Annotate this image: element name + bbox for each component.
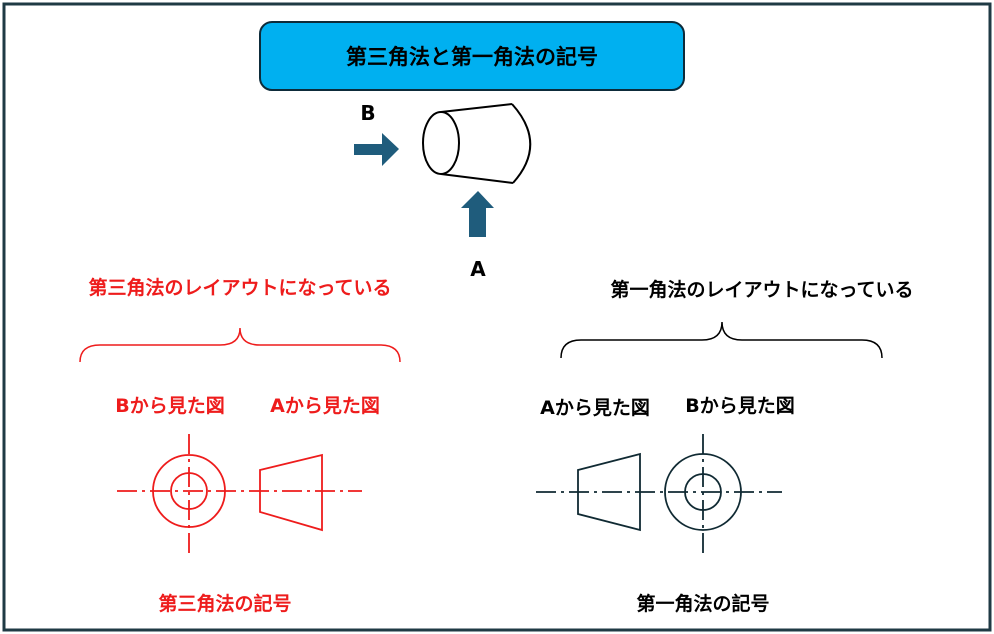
- first-angle-left-view-label: Aから見た図: [540, 397, 650, 419]
- third-angle-layout-caption: 第三角法のレイアウトになっている: [88, 276, 391, 299]
- arrow-a-icon: [461, 191, 494, 237]
- truncated-cone: [422, 103, 532, 184]
- label-a: A: [470, 257, 486, 281]
- label-b: B: [360, 101, 375, 125]
- third-angle-left-view-label: Bから見た図: [115, 395, 224, 417]
- first-angle-layout-caption: 第一角法のレイアウトになっている: [610, 278, 913, 301]
- third-angle-section: 第三角法のレイアウトになっている Bから見た図 Aから見た図 第三角法の記号: [79, 276, 401, 615]
- title-box: [259, 21, 685, 91]
- third-angle-right-view-label: Aから見た図: [270, 395, 380, 417]
- arrow-b-icon: [354, 133, 399, 166]
- brace: [560, 321, 883, 359]
- third-angle-symbol-caption: 第三角法の記号: [158, 592, 291, 615]
- brace: [79, 327, 401, 363]
- first-angle-section: 第一角法のレイアウトになっている Aから見た図 Bから見た図 第一角法の記号: [536, 278, 914, 615]
- third-angle-symbol: [117, 434, 362, 558]
- first-angle-symbol-caption: 第一角法の記号: [636, 592, 769, 615]
- title: 第三角法と第一角法の記号: [346, 45, 598, 69]
- first-angle-symbol: [536, 434, 782, 558]
- first-angle-right-view-label: Bから見た図: [685, 395, 794, 417]
